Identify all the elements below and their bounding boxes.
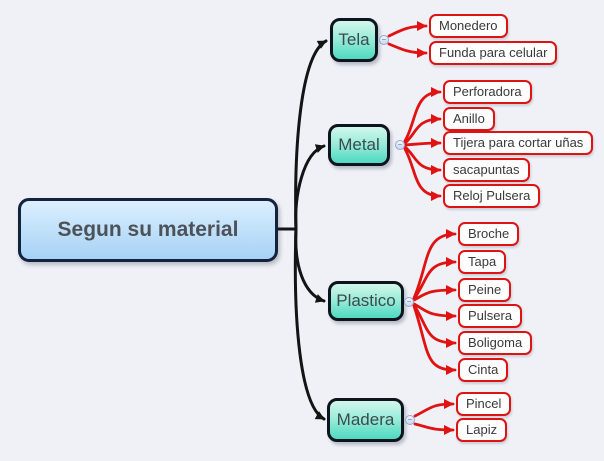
- connector-metal-perforadora: [403, 87, 442, 143]
- connector-root-plastico: [294, 227, 326, 303]
- branch-metal[interactable]: Metal: [328, 124, 390, 166]
- branch-madera[interactable]: Madera: [327, 398, 404, 442]
- root-node[interactable]: Segun su material: [18, 198, 278, 262]
- branch-plastico[interactable]: Plastico: [328, 281, 404, 321]
- leaf-boligoma[interactable]: Boligoma: [458, 331, 533, 355]
- connector-tela-funda: [387, 42, 428, 58]
- leaf-broche[interactable]: Broche: [458, 222, 520, 246]
- connector-metal-anillo: [403, 114, 442, 145]
- leaf-reloj-pulsera[interactable]: Reloj Pulsera: [443, 184, 541, 208]
- leaf-monedero[interactable]: Monedero: [429, 14, 508, 38]
- connector-plastico-pulsera: [412, 302, 457, 321]
- connector-root-madera: [293, 227, 326, 421]
- connector-metal-tijera: [403, 138, 442, 149]
- collapse-minus-icon[interactable]: −: [405, 415, 415, 425]
- connector-plastico-cinta: [412, 304, 457, 375]
- leaf-tijera-para-cortar-unas[interactable]: Tijera para cortar uñas: [443, 131, 594, 155]
- connector-plastico-broche: [412, 229, 457, 300]
- leaf-cinta[interactable]: Cinta: [458, 358, 509, 382]
- collapse-minus-icon[interactable]: −: [404, 297, 414, 307]
- leaf-pulsera[interactable]: Pulsera: [458, 304, 523, 328]
- connector-root-tela: [294, 39, 328, 231]
- connector-metal-reloj: [403, 147, 442, 201]
- leaf-tapa[interactable]: Tapa: [458, 250, 507, 274]
- leaf-perforadora[interactable]: Perforadora: [443, 80, 532, 104]
- connector-plastico-peine: [412, 285, 457, 302]
- collapse-minus-icon[interactable]: −: [395, 140, 405, 150]
- connector-madera-pincel: [413, 399, 455, 418]
- branch-tela[interactable]: Tela: [330, 18, 378, 62]
- leaf-lapiz[interactable]: Lapiz: [456, 418, 508, 442]
- connector-metal-sacapuntas: [403, 145, 442, 175]
- leaf-pincel[interactable]: Pincel: [456, 392, 512, 416]
- connector-root-metal: [294, 144, 326, 231]
- leaf-sacapuntas[interactable]: sacapuntas: [443, 158, 530, 182]
- collapse-minus-icon[interactable]: −: [379, 35, 389, 45]
- leaf-anillo[interactable]: Anillo: [443, 107, 495, 131]
- connector-tela-monedero: [387, 21, 428, 38]
- connector-plastico-boligoma: [412, 303, 457, 348]
- leaf-funda-para-celular[interactable]: Funda para celular: [429, 41, 558, 65]
- connector-plastico-tapa: [412, 257, 457, 301]
- leaf-peine[interactable]: Peine: [458, 278, 512, 302]
- connector-madera-lapiz: [413, 422, 455, 435]
